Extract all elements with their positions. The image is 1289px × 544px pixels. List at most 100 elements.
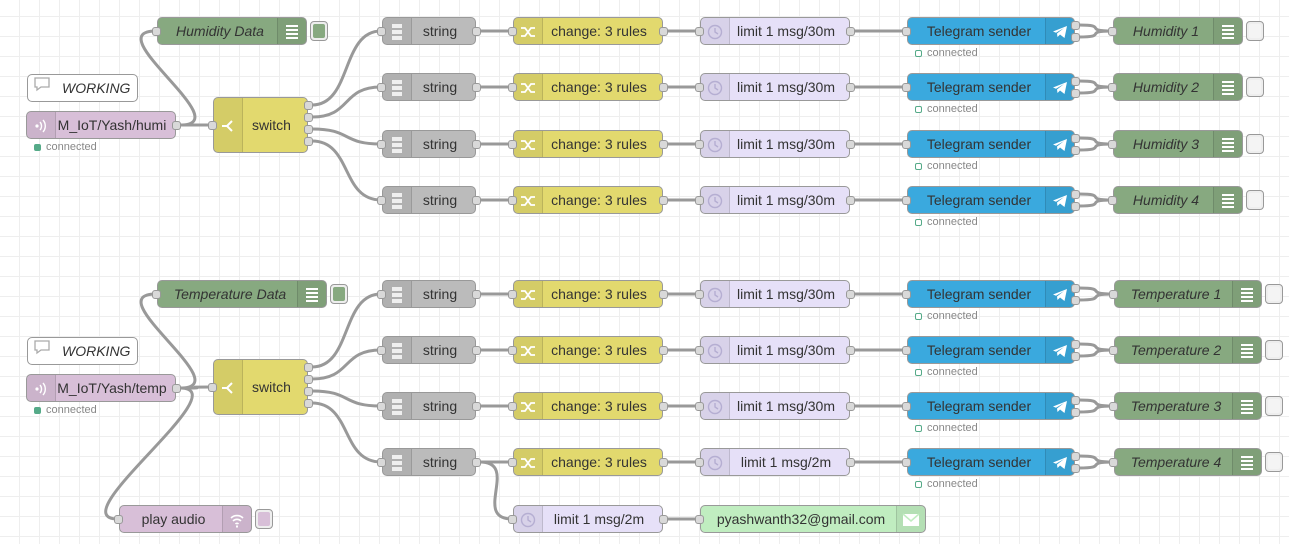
- input-port[interactable]: [508, 195, 517, 205]
- debug-temperature-1[interactable]: Temperature 1: [1114, 280, 1262, 308]
- output-port[interactable]: [472, 139, 481, 149]
- input-port[interactable]: [695, 195, 704, 205]
- input-port[interactable]: [377, 401, 386, 411]
- input-port[interactable]: [377, 82, 386, 92]
- wire[interactable]: [1078, 292, 1114, 302]
- telegram-sender-humidity-3[interactable]: Telegram sender: [907, 130, 1075, 158]
- string-node-temperature-1[interactable]: string: [382, 280, 476, 308]
- wire[interactable]: [104, 386, 194, 521]
- output-port[interactable]: [1071, 339, 1080, 349]
- wire[interactable]: [139, 292, 197, 390]
- string-node-humidity-2[interactable]: string: [382, 73, 476, 101]
- input-port[interactable]: [695, 457, 704, 467]
- debug-toggle-button[interactable]: [1246, 190, 1264, 210]
- output-port[interactable]: [304, 374, 313, 384]
- debug-humidity-1[interactable]: Humidity 1: [1113, 17, 1243, 45]
- input-port[interactable]: [508, 514, 517, 524]
- output-port[interactable]: [472, 345, 481, 355]
- wire[interactable]: [179, 385, 213, 390]
- string-node-humidity-1[interactable]: string: [382, 17, 476, 45]
- delay-node-temperature-1[interactable]: limit 1 msg/30m: [700, 280, 850, 308]
- wire[interactable]: [479, 460, 513, 521]
- comment-working-temperature[interactable]: WORKING: [27, 337, 138, 365]
- input-port[interactable]: [508, 139, 517, 149]
- string-node-humidity-4[interactable]: string: [382, 186, 476, 214]
- debug-humidity-4[interactable]: Humidity 4: [1113, 186, 1243, 214]
- output-port[interactable]: [1071, 463, 1080, 473]
- wire[interactable]: [1078, 460, 1114, 470]
- input-port[interactable]: [902, 26, 911, 36]
- switch-humidity-node[interactable]: switch: [213, 97, 308, 153]
- debug-humidity-2[interactable]: Humidity 2: [1113, 73, 1243, 101]
- debug-temperature-data-node[interactable]: Temperature Data: [157, 280, 327, 308]
- change-node-humidity-1[interactable]: change: 3 rules: [513, 17, 663, 45]
- change-node-temperature-3[interactable]: change: 3 rules: [513, 392, 663, 420]
- input-port[interactable]: [1108, 82, 1117, 92]
- output-port[interactable]: [472, 82, 481, 92]
- output-port[interactable]: [172, 383, 181, 393]
- output-port[interactable]: [659, 514, 668, 524]
- change-node-humidity-4[interactable]: change: 3 rules: [513, 186, 663, 214]
- wire[interactable]: [1078, 198, 1113, 208]
- string-node-temperature-4[interactable]: string: [382, 448, 476, 476]
- debug-toggle-button[interactable]: [1246, 77, 1264, 97]
- telegram-sender-humidity-2[interactable]: Telegram sender: [907, 73, 1075, 101]
- output-port[interactable]: [304, 100, 313, 110]
- change-node-humidity-3[interactable]: change: 3 rules: [513, 130, 663, 158]
- delay-node-humidity-2[interactable]: limit 1 msg/30m: [700, 73, 850, 101]
- input-port[interactable]: [1109, 401, 1118, 411]
- debug-temperature-3[interactable]: Temperature 3: [1114, 392, 1262, 420]
- change-node-temperature-4[interactable]: change: 3 rules: [513, 448, 663, 476]
- input-port[interactable]: [695, 26, 704, 36]
- input-port[interactable]: [377, 26, 386, 36]
- output-port[interactable]: [172, 120, 181, 130]
- input-port[interactable]: [1109, 457, 1118, 467]
- input-port[interactable]: [695, 289, 704, 299]
- input-port[interactable]: [152, 289, 161, 299]
- output-port[interactable]: [472, 457, 481, 467]
- telegram-sender-temperature-1[interactable]: Telegram sender: [907, 280, 1075, 308]
- wire[interactable]: [311, 292, 382, 369]
- wire[interactable]: [1078, 348, 1114, 358]
- string-node-humidity-3[interactable]: string: [382, 130, 476, 158]
- output-port[interactable]: [472, 401, 481, 411]
- debug-toggle-button[interactable]: [1265, 396, 1283, 416]
- output-port[interactable]: [304, 136, 313, 146]
- output-port[interactable]: [304, 112, 313, 122]
- debug-toggle-button[interactable]: [310, 21, 328, 41]
- input-port[interactable]: [377, 195, 386, 205]
- wire[interactable]: [1078, 29, 1113, 39]
- wire[interactable]: [1078, 404, 1114, 414]
- input-port[interactable]: [1108, 195, 1117, 205]
- delay-node-humidity-3[interactable]: limit 1 msg/30m: [700, 130, 850, 158]
- mqtt-in-humidity-node[interactable]: M_IoT/Yash/humi: [26, 111, 176, 139]
- output-port[interactable]: [1071, 395, 1080, 405]
- audio-toggle-button[interactable]: [255, 509, 273, 529]
- output-port[interactable]: [659, 401, 668, 411]
- input-port[interactable]: [152, 26, 161, 36]
- output-port[interactable]: [1071, 76, 1080, 86]
- input-port[interactable]: [1108, 26, 1117, 36]
- output-port[interactable]: [659, 345, 668, 355]
- delay-node-humidity-1[interactable]: limit 1 msg/30m: [700, 17, 850, 45]
- output-port[interactable]: [846, 289, 855, 299]
- delay-node-temperature-3[interactable]: limit 1 msg/30m: [700, 392, 850, 420]
- output-port[interactable]: [659, 139, 668, 149]
- comment-working-humidity[interactable]: WORKING: [27, 74, 138, 102]
- output-port[interactable]: [1071, 351, 1080, 361]
- output-port[interactable]: [846, 457, 855, 467]
- wire[interactable]: [311, 401, 382, 464]
- wire[interactable]: [311, 85, 382, 119]
- output-port[interactable]: [304, 124, 313, 134]
- telegram-sender-temperature-2[interactable]: Telegram sender: [907, 336, 1075, 364]
- input-port[interactable]: [695, 345, 704, 355]
- output-port[interactable]: [659, 82, 668, 92]
- delay-node-humidity-4[interactable]: limit 1 msg/30m: [700, 186, 850, 214]
- output-port[interactable]: [1071, 407, 1080, 417]
- input-port[interactable]: [902, 289, 911, 299]
- play-audio-node[interactable]: play audio: [119, 505, 252, 533]
- input-port[interactable]: [695, 139, 704, 149]
- output-port[interactable]: [846, 139, 855, 149]
- output-port[interactable]: [659, 195, 668, 205]
- wire[interactable]: [139, 29, 197, 127]
